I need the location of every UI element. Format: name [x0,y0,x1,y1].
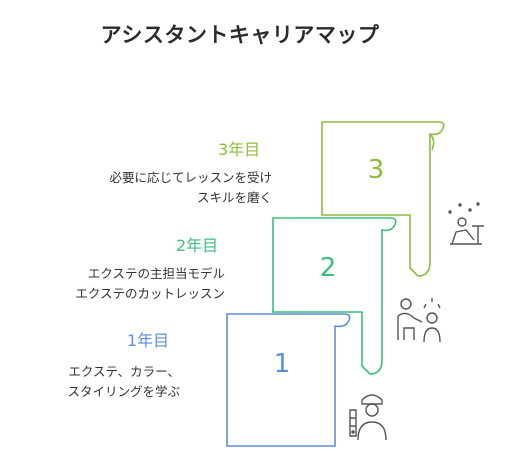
page-title: アシスタントキャリアマップ [100,23,380,47]
year-2-desc-line-2: エクステのカットレッスン [75,286,225,301]
stylist-with-model-icon [397,298,441,343]
year-1-desc-line-1: エクステ、カラー、 [68,364,180,379]
stylist-with-tools-icon [349,394,387,441]
scroll-3-number: 3 [368,155,385,185]
year-3-desc-line-1: 必要に応じてレッスンを受け [109,170,272,185]
scroll-year-2 [272,217,397,375]
year-1-label: 1年目 [127,331,170,350]
scroll-year-3 [321,121,445,277]
year-3-desc-line-2: スキルを磨く [196,190,272,205]
stylist-practicing-icon [448,202,484,245]
scroll-2-number: 2 [320,253,337,283]
year-2-label: 2年目 [176,236,219,255]
year-3-label: 3年目 [218,140,261,159]
year-2-desc-line-1: エクステの主担当モデル [87,266,225,281]
year-1-desc-line-2: スタイリングを学ぶ [67,384,180,399]
scroll-1-number: 1 [274,349,291,379]
scroll-year-1 [226,313,351,447]
